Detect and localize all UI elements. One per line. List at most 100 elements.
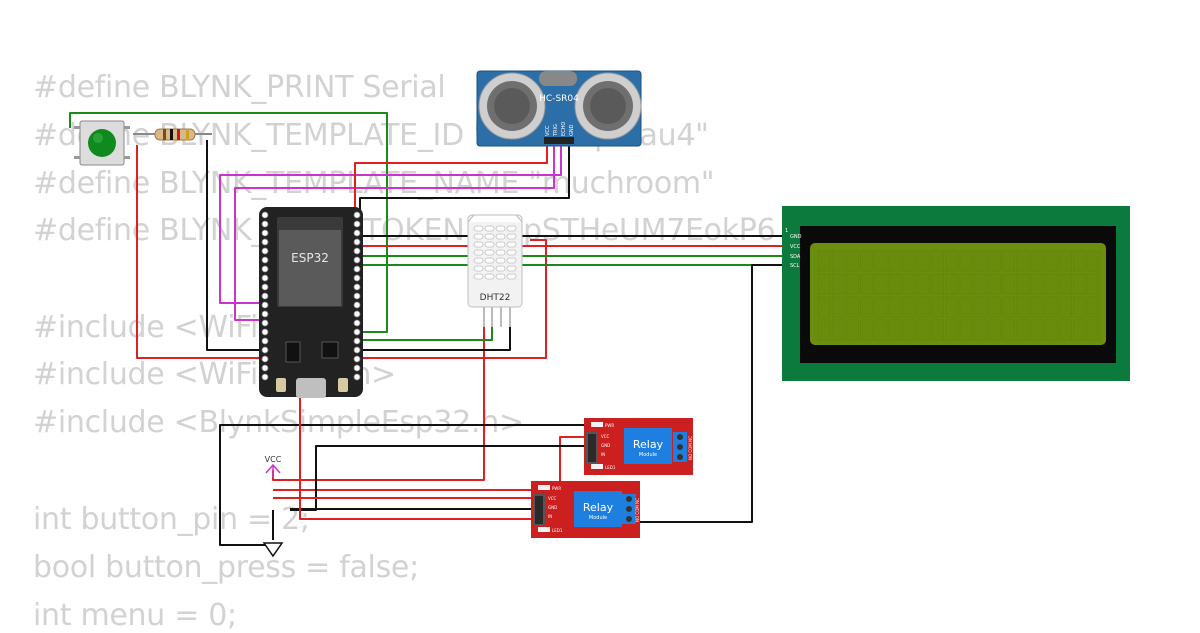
- esp32-pin: [353, 211, 361, 219]
- ultrasonic-pin-vcc: VCC: [545, 125, 551, 136]
- wire-relay1-vcc: [273, 436, 588, 491]
- esp32-pin: [353, 247, 361, 255]
- ultrasonic-sensor[interactable]: HC-SR04 VCC TRIG ECHO GND: [476, 70, 642, 147]
- lcd-character-cell: [846, 296, 859, 318]
- relay-module-2[interactable]: Relay Module PWR LED1 VCC GND IN NO COM …: [531, 481, 640, 538]
- lcd-character-cell: [874, 319, 888, 341]
- dht22-grille-slot: [484, 233, 495, 240]
- esp32-label: ESP32: [291, 251, 329, 265]
- dht22-grille-slot: [484, 265, 495, 272]
- dht22-grille-slot: [506, 265, 517, 272]
- lcd-display[interactable]: 1 GND VCC SDA SCL: [782, 206, 1130, 381]
- code-line: #include <BlynkSimpleEsp32.h>: [33, 405, 524, 440]
- relay1-pin-gnd: GND: [601, 443, 610, 448]
- relay-module-1[interactable]: Relay Module PWR LED1 VCC GND IN NO COM …: [584, 418, 693, 475]
- resistor[interactable]: [133, 128, 212, 141]
- lcd-character-cell: [917, 296, 930, 318]
- ultrasonic-pin-trig: TRIG: [553, 124, 559, 137]
- dht22-grille-slot: [506, 249, 517, 256]
- lcd-character-cell: [988, 250, 1001, 272]
- dht22-grille-slot: [473, 273, 484, 280]
- lcd-pin-scl: SCL: [790, 263, 800, 269]
- lcd-character-cell: [860, 296, 873, 318]
- dht22-grille-slot: [484, 241, 495, 248]
- vcc-label: VCC: [265, 455, 282, 464]
- lcd-character-cell: [931, 319, 944, 341]
- ground-symbol[interactable]: [262, 542, 284, 558]
- wire-sensor-gnd: [359, 145, 570, 235]
- wire-button-red: [136, 145, 547, 359]
- lcd-character-cell: [1030, 250, 1044, 272]
- dht22-grille-slot: [495, 249, 506, 256]
- wire-relay-out: [640, 264, 790, 523]
- lcd-character-cell: [945, 296, 959, 318]
- esp32-pin: [261, 283, 269, 291]
- lcd-character-cell: [931, 250, 944, 272]
- wire-button-green: [69, 112, 388, 333]
- lcd-character-cell: [817, 273, 831, 295]
- esp32-pin: [261, 292, 269, 300]
- lcd-character-cell: [1030, 273, 1044, 295]
- esp32-pin: [353, 274, 361, 282]
- lcd-character-cell: [860, 250, 873, 272]
- lcd-character-cell: [1044, 273, 1058, 295]
- lcd-character-cell: [902, 273, 916, 295]
- esp32-pin-headers: [261, 211, 361, 381]
- ultrasonic-label: HC-SR04: [539, 94, 579, 104]
- wire-resistor-black: [206, 140, 265, 351]
- lcd-character-cell: [888, 296, 902, 318]
- lcd-character-cell: [1002, 273, 1015, 295]
- lcd-character-cell: [931, 296, 944, 318]
- lcd-character-cell: [945, 273, 959, 295]
- lcd-character-cell: [1016, 319, 1030, 341]
- esp32-pin: [353, 283, 361, 291]
- lcd-character-cell: [1087, 319, 1101, 341]
- lcd-character-cell: [831, 273, 845, 295]
- esp32-pin: [353, 328, 361, 336]
- lcd-character-cell: [959, 319, 973, 341]
- esp32-pin: [353, 265, 361, 273]
- lcd-character-cell: [1044, 319, 1058, 341]
- relay1-title: Relay: [633, 438, 664, 451]
- lcd-pin-1-label: 1: [785, 228, 788, 234]
- lcd-character-cell: [1030, 296, 1044, 318]
- code-line: int button_pin = 2;: [33, 502, 310, 537]
- esp32-pin: [261, 310, 269, 318]
- lcd-character-cell: [1044, 296, 1058, 318]
- lcd-character-cell: [1073, 250, 1086, 272]
- lcd-character-cell: [888, 319, 902, 341]
- esp32-pin: [353, 229, 361, 237]
- esp32-board[interactable]: ESP32: [259, 207, 363, 398]
- dht22-sensor[interactable]: DHT22: [467, 214, 523, 327]
- esp32-pin: [261, 220, 269, 228]
- esp32-pin: [353, 238, 361, 246]
- esp32-pin: [261, 364, 269, 372]
- relay2-pin-in: IN: [548, 514, 552, 519]
- dht22-grille-slot: [473, 233, 484, 240]
- lcd-character-cell: [860, 319, 873, 341]
- lcd-character-cell: [817, 296, 831, 318]
- push-button[interactable]: [74, 120, 130, 166]
- lcd-character-cell: [1030, 319, 1044, 341]
- dht22-grille-slot: [506, 241, 517, 248]
- wire-relay1-in: [219, 424, 588, 546]
- lcd-pin-gnd: GND: [790, 234, 802, 240]
- lcd-character-cell: [1002, 319, 1015, 341]
- dht22-grille-slot: [495, 233, 506, 240]
- lcd-pin-vcc: VCC: [790, 244, 801, 250]
- lcd-character-cell: [874, 273, 888, 295]
- esp32-pin: [353, 301, 361, 309]
- relay1-out-pins: NO COM NC: [688, 436, 693, 460]
- dht22-grille-slot: [473, 257, 484, 264]
- lcd-character-cell: [973, 250, 987, 272]
- lcd-character-cell: [860, 273, 873, 295]
- lcd-character-cell: [931, 273, 944, 295]
- lcd-character-cell: [1044, 250, 1058, 272]
- lcd-character-cell: [973, 273, 987, 295]
- lcd-character-cell: [1002, 296, 1015, 318]
- lcd-character-cell: [959, 296, 973, 318]
- esp32-pin: [261, 328, 269, 336]
- vcc-symbol[interactable]: VCC: [265, 455, 282, 478]
- lcd-character-cell: [1059, 319, 1072, 341]
- lcd-character-cell: [1087, 273, 1101, 295]
